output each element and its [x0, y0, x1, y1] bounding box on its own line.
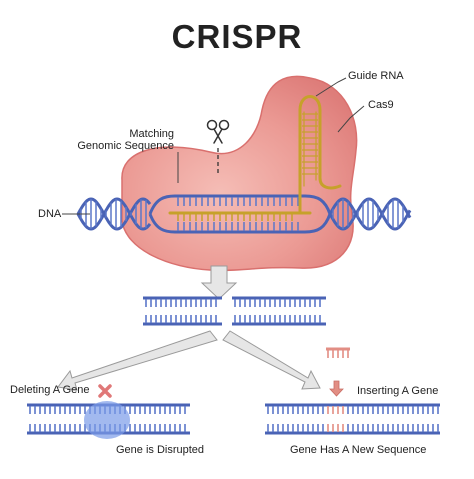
leader-lines: [62, 77, 365, 215]
arrow-to-deletion: [57, 330, 218, 391]
x-mark-icon: [98, 384, 112, 398]
disrupted-region: [84, 401, 130, 439]
guide-rna-rungs: [177, 113, 318, 221]
label-inserting-gene: Inserting A Gene: [357, 385, 439, 397]
arrow-to-insertion: [222, 330, 321, 390]
label-cas9: Cas9: [368, 99, 394, 111]
label-dna: DNA: [38, 208, 62, 220]
scissors-icon: [206, 119, 230, 144]
down-arrow-main: [200, 265, 238, 300]
label-gene-disrupted: Gene is Disrupted: [116, 444, 205, 456]
label-matching-line2: Genomic Sequence: [77, 140, 174, 152]
dna-new-sequence: [265, 403, 440, 435]
label-deleting-gene: Deleting A Gene: [10, 384, 90, 396]
inserted-gene-fragment: [326, 347, 350, 358]
page-title: CRISPR: [171, 18, 303, 55]
label-gene-new-sequence: Gene Has A New Sequence: [290, 444, 427, 456]
dna-strand: [76, 197, 152, 231]
label-guide-rna: Guide RNA: [348, 70, 404, 82]
dna-disrupted: [27, 403, 190, 435]
cut-dna-left: [143, 296, 222, 326]
cut-dna-right: [232, 296, 326, 326]
dna-strand: [148, 194, 332, 215]
dna-double-helix: [76, 194, 412, 234]
down-arrow-icon: [329, 380, 344, 397]
dna-strand: [76, 197, 152, 231]
label-matching-line1: Matching: [129, 128, 174, 140]
dna-strand: [148, 213, 332, 234]
